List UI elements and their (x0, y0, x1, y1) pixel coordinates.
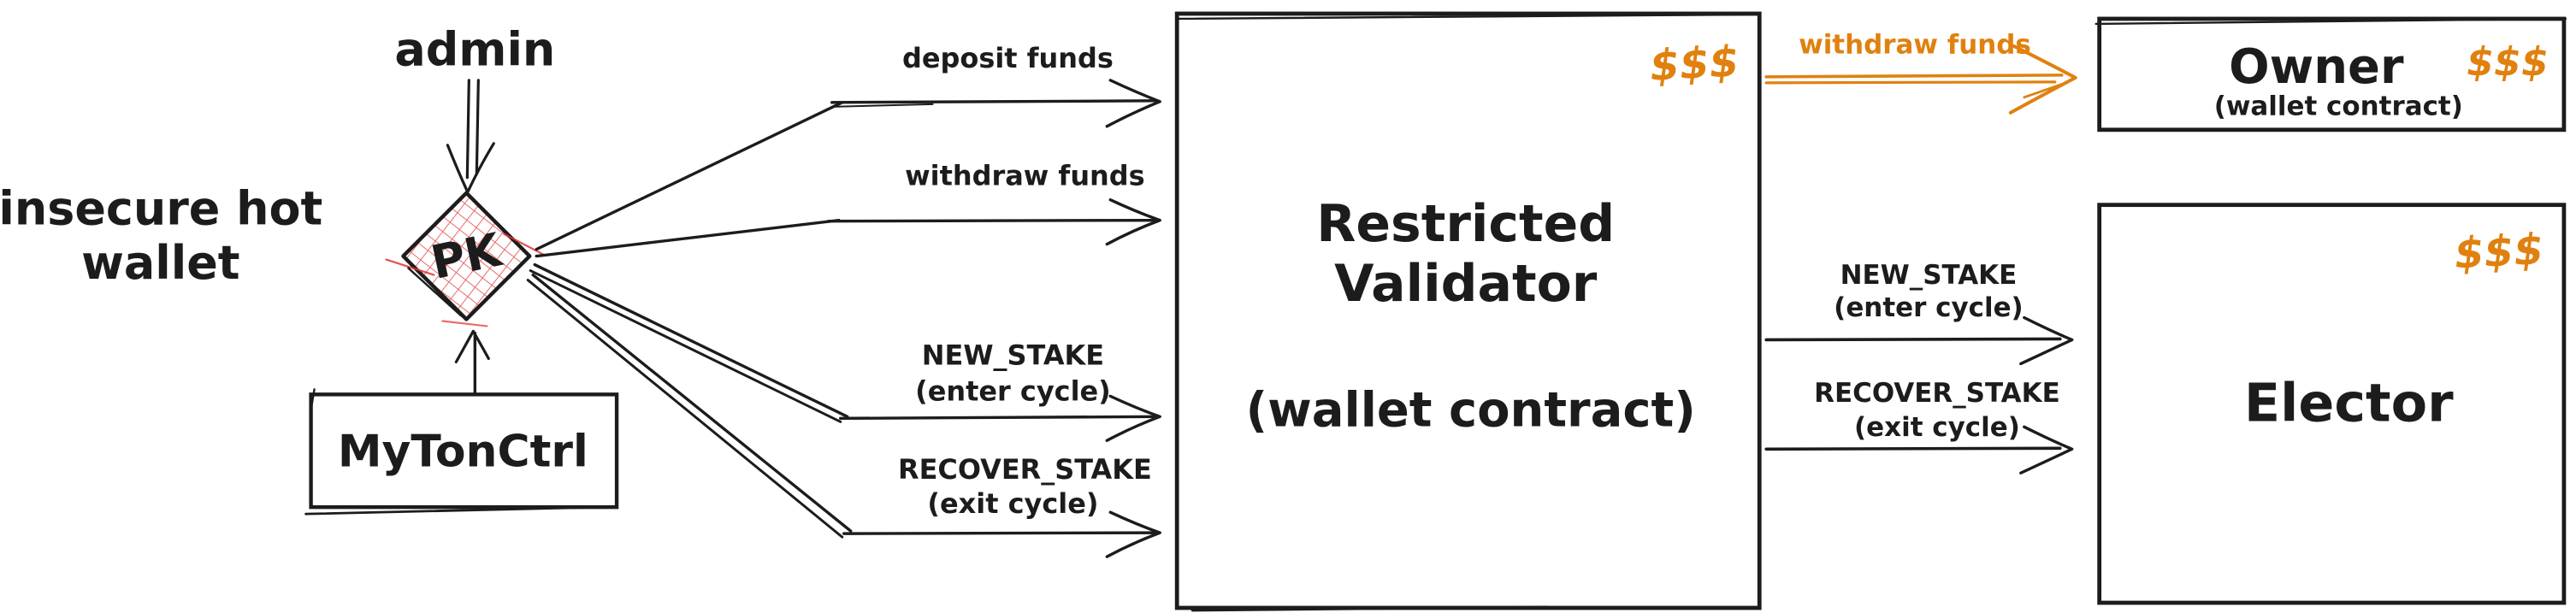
pk-diamond-node: PK (385, 191, 545, 327)
mytonctrl-label: MyTonCtrl (338, 426, 588, 477)
arrow-head (2023, 82, 2065, 99)
sketch-stroke (503, 233, 545, 256)
deposit-funds-label: deposit funds (902, 42, 1114, 74)
edge-new-stake-in: NEW_STAKE (enter cycle) (529, 262, 1161, 442)
arrow-head (466, 142, 495, 193)
new-stake-out-label-line2: (enter cycle) (1834, 292, 2024, 323)
arrow-head (471, 329, 490, 361)
sketch-stroke (407, 267, 463, 317)
elector-name: Elector (2244, 372, 2454, 433)
restricted-validator-name-line2: Validator (1334, 254, 1598, 314)
restricted-validator-type-label: (wallet contract) (1246, 382, 1696, 438)
arrow-head (2019, 425, 2074, 474)
owner-node: Owner $$$ (wallet contract) (2094, 16, 2567, 133)
restricted-validator-node: $$$ Restricted Validator (wallet contrac… (1174, 11, 1762, 612)
arrow-shaft (535, 218, 841, 258)
arrow-head (1105, 394, 1161, 442)
edge-withdraw-funds: withdraw funds (535, 160, 1161, 258)
pk-diamond-shape (401, 191, 532, 321)
insecure-hot-wallet-label: insecure hot wallet (0, 181, 322, 290)
arrow-head (2019, 315, 2074, 366)
recover-stake-out-label-line2: (exit cycle) (1854, 412, 2020, 443)
arrow-shaft (1764, 74, 2064, 79)
mytonctrl-box (309, 392, 619, 510)
new-stake-in-label-line1: NEW_STAKE (922, 339, 1104, 371)
restricted-validator-money-badge: $$$ (1649, 37, 1740, 91)
edge-recover-stake-in: RECOVER_STAKE (exit cycle) (526, 273, 1161, 558)
insecure-hot-wallet-line1: insecure hot (0, 181, 322, 235)
sketch-stroke (1191, 605, 1549, 612)
sketch-stroke (441, 320, 488, 327)
owner-box (2097, 16, 2567, 133)
edge-deposit-funds: deposit funds (535, 42, 1161, 251)
arrow-shaft (526, 279, 844, 539)
sketch-stroke (2094, 17, 2567, 26)
owner-name: Owner (2229, 39, 2404, 95)
recover-stake-in-label-line1: RECOVER_STAKE (898, 453, 1152, 486)
arrow-shaft (830, 99, 1158, 104)
mytonctrl-node: MyTonCtrl (304, 388, 619, 516)
arrow-head (446, 144, 469, 193)
recover-stake-in-label-line2: (exit cycle) (927, 487, 1098, 520)
sketch-stroke (310, 388, 316, 411)
arrow-shaft (529, 269, 842, 423)
owner-type-label: (wallet contract) (2214, 91, 2463, 121)
withdraw-funds-label: withdraw funds (905, 160, 1144, 192)
edge-mytonctrl-to-pk (454, 329, 490, 395)
edge-withdraw-to-owner: withdraw funds (1764, 29, 2077, 115)
sketch-stroke (1175, 13, 1761, 21)
elector-box (2097, 203, 2567, 605)
edge-recover-stake-out: RECOVER_STAKE (exit cycle) (1764, 378, 2074, 474)
sketch-stroke (385, 258, 435, 276)
admin-label: admin (394, 23, 555, 77)
arrow-head (1105, 79, 1161, 128)
owner-money-badge: $$$ (2467, 38, 2549, 85)
arrow-head (1105, 510, 1161, 558)
sketch-stroke (830, 103, 934, 108)
elector-money-badge: $$$ (2453, 224, 2544, 278)
sketch-stroke (304, 505, 603, 516)
arrow-head (2008, 44, 2077, 115)
arrow-shaft (839, 415, 1158, 421)
arrow-head (454, 329, 475, 364)
arrow-head (1105, 197, 1161, 246)
arrow-shaft (1764, 446, 2062, 451)
arrow-shaft (475, 79, 480, 176)
edge-new-stake-out: NEW_STAKE (enter cycle) (1764, 260, 2074, 366)
withdraw-to-owner-label: withdraw funds (1799, 29, 2031, 60)
recover-stake-out-label-line1: RECOVER_STAKE (1814, 378, 2060, 409)
arrow-shaft (1764, 80, 2057, 85)
new-stake-out-label-line1: NEW_STAKE (1840, 260, 2018, 291)
elector-node: $$$ Elector (2097, 203, 2567, 605)
arrow-shaft (535, 101, 844, 251)
arrow-shaft (533, 262, 849, 419)
insecure-hot-wallet-line2: wallet (81, 236, 239, 290)
restricted-validator-box (1174, 11, 1762, 610)
arrow-shaft (531, 273, 853, 533)
restricted-validator-name-line1: Restricted (1316, 194, 1615, 254)
arrow-shaft (465, 79, 470, 180)
new-stake-in-label-line2: (enter cycle) (915, 374, 1111, 407)
edge-admin-to-pk (446, 79, 495, 193)
